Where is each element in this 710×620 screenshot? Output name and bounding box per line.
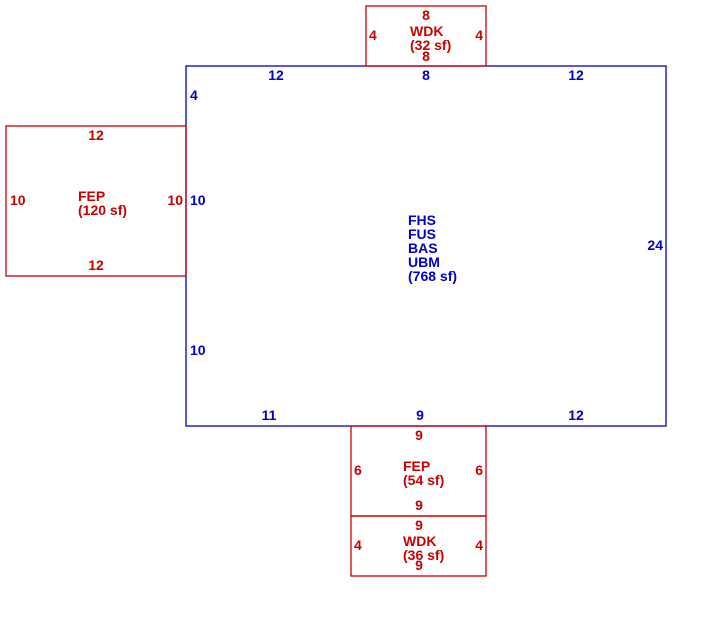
wdk-top-outline xyxy=(365,5,487,67)
main-dim-left-bottom: 10 xyxy=(190,342,206,358)
main-area-code-2: FUS xyxy=(408,226,436,242)
main-area-code-1: FHS xyxy=(408,212,436,228)
fep-bottom-dim-right: 6 xyxy=(475,462,483,478)
fep-left: 12 10 10 FEP (120 sf) 12 xyxy=(5,125,187,277)
wdk-bottom: 9 4 4 WDK (36 sf) 9 xyxy=(350,515,487,577)
wdk-top-dim-top: 8 xyxy=(422,7,430,23)
fep-left-dim-left: 10 xyxy=(10,192,26,208)
wdk-bottom-dim-bottom: 9 xyxy=(415,557,423,573)
wdk-top: 8 4 4 WDK (32 sf) 8 xyxy=(365,5,487,67)
fep-left-sqft: (120 sf) xyxy=(78,202,127,218)
main-area-code-4: UBM xyxy=(408,254,440,270)
fep-bottom-dim-left: 6 xyxy=(354,462,362,478)
fep-left-dim-right: 10 xyxy=(167,192,183,208)
fep-left-dim-top: 12 xyxy=(88,127,104,143)
main-dim-bottom-mid: 9 xyxy=(416,407,424,423)
main-dim-bottom-left: 11 xyxy=(262,407,277,423)
main-area-sqft: (768 sf) xyxy=(408,268,457,284)
wdk-bottom-code: WDK xyxy=(403,533,436,549)
wdk-top-dim-left: 4 xyxy=(369,27,377,43)
wdk-bottom-dim-right: 4 xyxy=(475,537,483,553)
fep-left-dim-bottom: 12 xyxy=(88,257,104,273)
fep-bottom: 9 6 6 FEP (54 sf) 9 xyxy=(350,425,487,517)
main-dim-top-right: 12 xyxy=(568,67,584,83)
main-dim-right: 24 xyxy=(647,237,663,253)
fep-bottom-dim-bottom: 9 xyxy=(415,497,423,513)
main-dim-left-mid: 10 xyxy=(190,192,206,208)
main-dim-left-top: 4 xyxy=(190,87,198,103)
main-dim-bottom-right: 12 xyxy=(568,407,584,423)
fep-bottom-sqft: (54 sf) xyxy=(403,472,444,488)
wdk-top-dim-bottom: 8 xyxy=(422,48,430,64)
wdk-bottom-outline xyxy=(350,515,487,577)
fep-bottom-dim-top: 9 xyxy=(415,427,423,443)
fep-left-code: FEP xyxy=(78,188,105,204)
fep-bottom-code: FEP xyxy=(403,458,430,474)
main-dim-top-mid: 8 xyxy=(422,67,430,83)
wdk-bottom-dim-left: 4 xyxy=(354,537,362,553)
main-dim-top-left: 12 xyxy=(268,67,284,83)
wdk-top-sqft: (32 sf) xyxy=(410,37,451,53)
wdk-bottom-sqft: (36 sf) xyxy=(403,547,444,563)
wdk-top-code: WDK xyxy=(410,23,443,39)
main-area: FHS FUS BAS UBM (768 sf) 12 8 12 4 10 10… xyxy=(185,65,667,427)
main-area-code-3: BAS xyxy=(408,240,438,256)
fep-left-outline xyxy=(5,125,187,277)
wdk-bottom-dim-top: 9 xyxy=(415,517,423,533)
wdk-top-dim-right: 4 xyxy=(475,27,483,43)
